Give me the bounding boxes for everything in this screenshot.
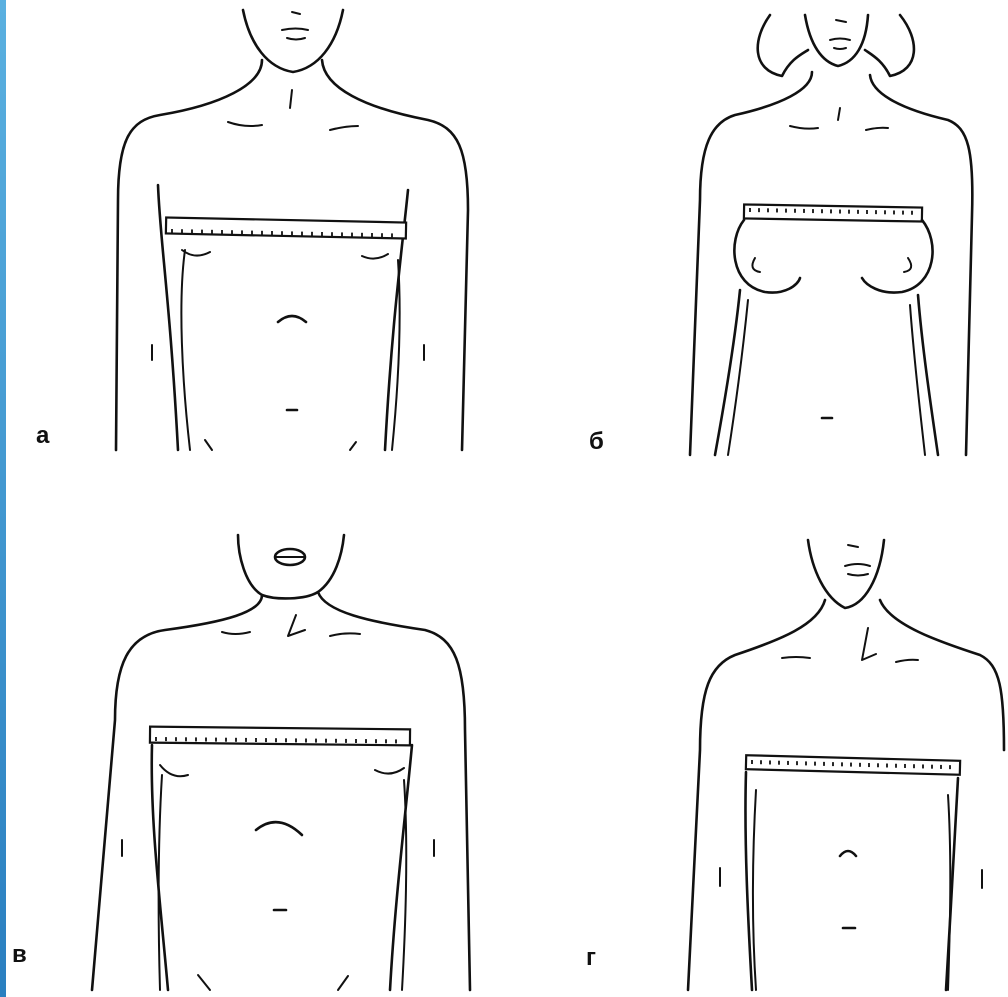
figure-b-nose <box>836 20 846 22</box>
figure-a-rib-arc <box>278 316 306 322</box>
figure-b-torso-right <box>918 295 938 455</box>
figure-g-arm-inner-left <box>753 790 756 990</box>
figure-b-torso-left <box>715 290 740 455</box>
figure-b-hair-right <box>865 15 914 76</box>
figure-b-measuring-tape <box>744 204 922 221</box>
figure-v-arm-inner-left <box>159 775 162 990</box>
figure-a-measuring-tape <box>166 217 406 238</box>
figure-v-measuring-tape <box>150 727 410 746</box>
figure-g-jaw <box>808 540 884 608</box>
figure-a-right-outline <box>322 60 468 450</box>
figure-g-clavicle-left <box>782 657 810 658</box>
figure-v-pec-left <box>160 765 188 776</box>
panel-label-g: г <box>586 946 596 970</box>
figure-a-hip-left <box>205 440 212 450</box>
figure-b-right-outline <box>870 75 972 455</box>
figure-g-arm-inner-right <box>948 795 950 990</box>
figure-a-mouth <box>282 29 308 31</box>
panel-label-v: в <box>12 943 27 967</box>
figure-g <box>688 540 1004 990</box>
figure-a-arm-inner-right <box>392 260 400 450</box>
figure-v-jaw <box>238 535 344 598</box>
figure-b-nipple-right <box>904 258 911 272</box>
figure-g-rib-mark <box>840 851 856 856</box>
figure-g-lip <box>848 574 868 576</box>
figure-b-nipple-left <box>752 258 760 272</box>
figure-b-face <box>805 15 868 66</box>
figure-v-torso-right <box>390 745 412 990</box>
figure-a-arm-inner-left <box>181 250 190 450</box>
figure-a-clavicle-right <box>330 126 358 130</box>
figure-v-left-outline <box>92 595 262 990</box>
figure-a-clavicle-left <box>228 122 262 126</box>
figure-a-pec-left <box>182 250 210 256</box>
figure-g-mouth <box>845 564 870 566</box>
figure-b-breast-left <box>734 220 800 293</box>
panel-label-b: б <box>589 430 604 454</box>
figure-b-neck-line <box>838 108 840 120</box>
figure-v-rib-arc <box>256 822 302 835</box>
figure-b-arm-inner-right <box>910 305 925 455</box>
figure-g-nose <box>848 545 858 547</box>
figure-g-torso-left <box>745 772 752 990</box>
figure-b-clavicle-left <box>790 126 818 129</box>
figure-a-pec-right <box>362 254 388 259</box>
figure-v-hip-right <box>338 976 348 990</box>
figure-v <box>92 535 470 990</box>
figure-g-neck-notch <box>862 628 876 660</box>
figure-a-nose <box>292 12 300 14</box>
figure-g-clavicle-right <box>896 660 918 662</box>
figure-g-measuring-tape <box>746 755 960 775</box>
figure-v-clavicle-right <box>330 633 360 636</box>
figure-a-jaw <box>243 10 343 72</box>
figure-g-right-outline <box>880 600 1004 750</box>
figure-b-left-outline <box>690 72 812 455</box>
figure-v-clavicle-left <box>222 632 250 634</box>
figure-b-clavicle-right <box>866 128 888 130</box>
figure-v-pec-right <box>375 768 404 774</box>
figure-v-hip-left <box>198 975 210 990</box>
figure-b-lip <box>834 48 846 49</box>
figure-b <box>690 15 972 455</box>
figure-b-mouth <box>830 39 850 41</box>
figure-b-hair-left <box>758 15 808 76</box>
figure-b-breast-right <box>862 220 933 293</box>
figure-a-neck-line <box>290 90 292 108</box>
figure-v-neck-notch <box>288 615 305 636</box>
figure-a-hip-right <box>350 442 356 450</box>
figure-a-lip <box>287 38 305 40</box>
panel-label-a: а <box>36 424 49 448</box>
figure-b-arm-inner-left <box>728 300 748 455</box>
figure-a <box>116 10 468 450</box>
